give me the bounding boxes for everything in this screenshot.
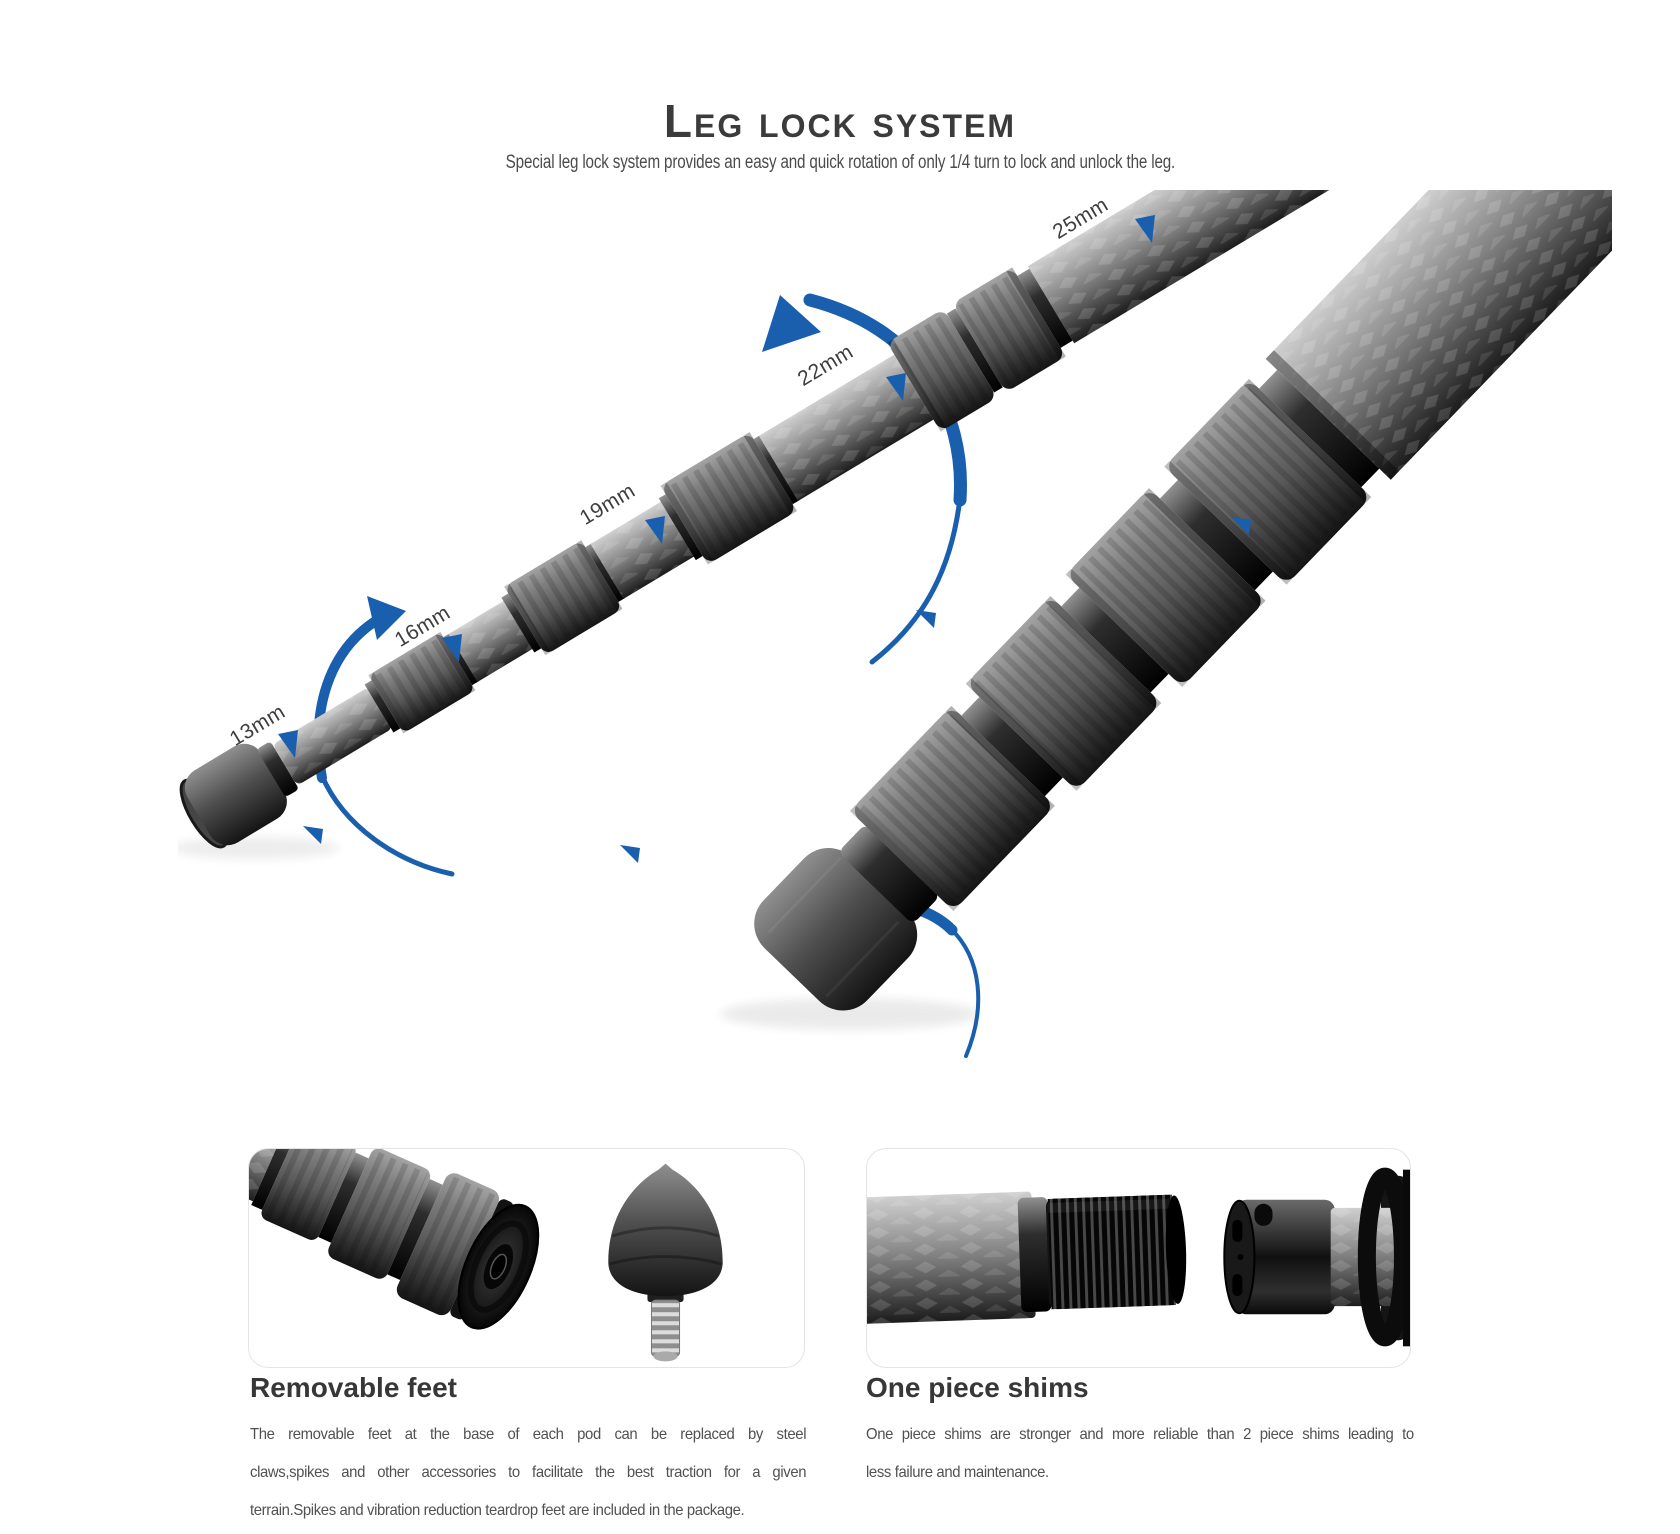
threaded-tube-end — [867, 1191, 1187, 1325]
removable-foot-with-screw — [608, 1163, 723, 1362]
carbon-tube-19mm — [590, 500, 696, 599]
carbon-tube-22mm — [758, 354, 934, 502]
one-piece-shim — [1223, 1199, 1335, 1315]
feature-one-piece-shims: One piece shims One piece shims are stro… — [866, 1372, 1458, 1492]
foot-shadow — [720, 998, 980, 1030]
twist-lock-collar — [504, 540, 623, 656]
twist-lock-collar — [368, 631, 476, 734]
foot-shadow — [178, 837, 340, 859]
tripod-leg-collapsed — [754, 190, 1612, 1011]
twist-lock-collar — [965, 595, 1162, 791]
twist-lock-collar — [955, 267, 1066, 389]
feature-description: One piece shims are stronger and more re… — [866, 1416, 1414, 1492]
twist-lock-collar — [1065, 488, 1266, 688]
twist-lock-collar — [849, 705, 1055, 911]
removable-feet-image — [249, 1149, 723, 1362]
feature-description-line: The removable feet at the base of each p… — [250, 1426, 807, 1443]
carbon-tube-25mm — [1027, 190, 1366, 344]
page-subtitle-row: Special leg lock system provides an easy… — [0, 152, 1680, 174]
feature-description-line: less failure and maintenance. — [866, 1464, 1049, 1481]
twist-lock-collar — [887, 312, 994, 432]
one-piece-shims-image — [867, 1167, 1410, 1347]
page-subtitle: Special leg lock system provides an easy… — [505, 152, 1175, 173]
feature-description-line: terrain.Spikes and vibration reduction t… — [250, 1502, 745, 1519]
feature-description: The removable feet at the base of each p… — [250, 1416, 807, 1530]
carbon-tube-16mm — [448, 600, 535, 683]
tube-with-collar-ring — [1330, 1167, 1410, 1347]
carbon-tube-13mm — [272, 686, 394, 786]
carbon-tube — [1265, 190, 1612, 480]
foot-thread-hole — [489, 1253, 508, 1280]
feature-description-line: claws,spikes and other accessories to fa… — [250, 1464, 807, 1481]
feature-heading: Removable feet — [250, 1372, 457, 1403]
feature-removable-feet: Removable feet The removable feet at the… — [250, 1372, 850, 1530]
pointer-arrow-icon — [278, 215, 1251, 863]
twist-lock-collar — [660, 432, 797, 565]
leg-lock-hero-image: 25mm 22mm 19mm 16mm 13mm — [178, 190, 1612, 1058]
rubber-foot — [184, 743, 287, 846]
feature-card-one-piece-shims — [866, 1148, 1411, 1368]
tripod-leg-extended — [179, 190, 1366, 849]
page-title: Leg lock system — [663, 95, 1017, 147]
steel-screw — [650, 1299, 681, 1357]
feature-card-removable-feet — [248, 1148, 805, 1368]
twist-lock-collar — [1164, 378, 1372, 585]
feature-heading: One piece shims — [866, 1372, 1089, 1403]
feature-description-line: One piece shims are stronger and more re… — [866, 1426, 1414, 1443]
rubber-foot — [608, 1163, 723, 1297]
